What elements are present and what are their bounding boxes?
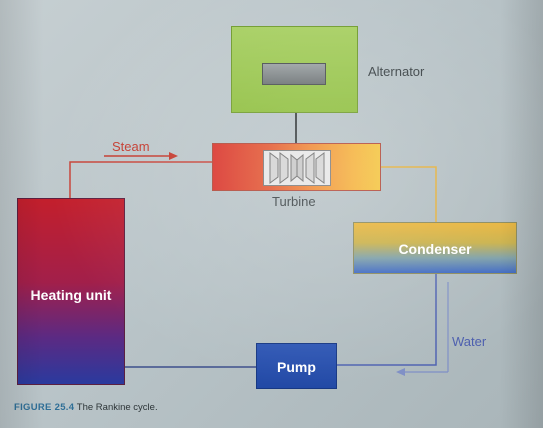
turbine-blades xyxy=(263,150,331,186)
figure-caption: FIGURE 25.4 The Rankine cycle. xyxy=(14,402,158,413)
heating-unit-label: Heating unit xyxy=(30,287,112,303)
pump-box: Pump xyxy=(256,343,337,389)
steam-label: Steam xyxy=(112,139,150,154)
condenser-box: Condenser xyxy=(353,222,517,274)
water-label: Water xyxy=(452,334,487,349)
turbine-label: Turbine xyxy=(272,194,316,209)
alternator-box xyxy=(231,26,358,113)
figure-number: FIGURE 25.4 xyxy=(14,402,75,413)
condenser-label: Condenser xyxy=(398,241,472,257)
figure-caption-text: The Rankine cycle. xyxy=(76,402,158,413)
pump-label: Pump xyxy=(277,359,316,375)
alternator-label: Alternator xyxy=(368,64,425,79)
heating-unit-box: Heating unit xyxy=(17,198,125,385)
turbine-box xyxy=(212,143,381,191)
water-arrowhead xyxy=(396,368,405,376)
steam-arrowhead xyxy=(169,152,178,160)
alternator-rotor xyxy=(262,63,326,85)
exhaust-pipe xyxy=(381,166,437,222)
steam-pipe xyxy=(69,161,212,198)
water-pipe xyxy=(337,274,437,366)
